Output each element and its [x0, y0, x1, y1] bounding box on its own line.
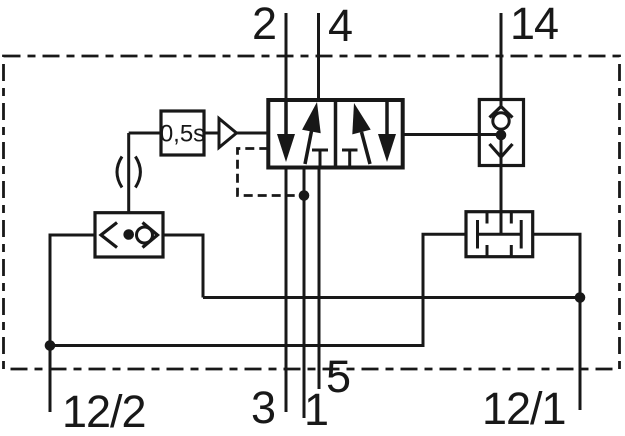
port-label-4: 4 — [328, 0, 352, 51]
enclosure-border — [2, 54, 621, 371]
line-cross-b — [50, 232, 466, 347]
shuttle-outline — [93, 211, 165, 259]
shuttle-junction-dot — [123, 229, 134, 240]
timer-outline — [159, 109, 206, 157]
valve-5-2-symbol — [266, 98, 405, 170]
timer-box: 0,5s — [159, 109, 206, 157]
junction-dot-pilot — [298, 190, 310, 201]
shuttle-right-seat — [141, 221, 160, 249]
air-gap-left-arc — [115, 155, 124, 189]
arrow-4-5-head — [378, 134, 396, 162]
port-label-5: 5 — [326, 351, 350, 402]
line-port-12-1 — [532, 232, 582, 410]
shuttle-valve-icon — [93, 211, 165, 259]
shuttle-ball — [135, 225, 154, 245]
air-gap-right-arc — [134, 155, 142, 189]
check-valve-stack-icon — [477, 97, 526, 168]
arrow-1-4-shaft — [303, 130, 314, 165]
coupling-icon — [464, 210, 535, 259]
arrow-1-2-shaft — [359, 131, 372, 165]
line-port-12-2 — [48, 233, 95, 412]
arrow-1-2-head — [352, 103, 371, 135]
arrow-2-3-head — [277, 134, 295, 162]
coupling-stubs — [485, 211, 513, 257]
junction-dot-12-2 — [44, 340, 56, 351]
timer-value: 0,5s — [160, 121, 205, 148]
blocked-port-left — [312, 148, 328, 168]
check-seat-up — [488, 104, 514, 119]
check-stack-outline — [477, 97, 526, 168]
amplifier-icon — [217, 115, 239, 151]
port-label-12-2: 12/2 — [62, 386, 146, 436]
blocked-port-right — [342, 148, 358, 168]
check-seat-down — [488, 142, 514, 160]
air-gap-sensor-icon — [115, 155, 142, 189]
arrow-1-4-head — [302, 102, 321, 134]
coupling-outline — [464, 210, 535, 259]
port-label-2: 2 — [252, 0, 276, 49]
line-shuttle-right — [163, 233, 205, 298]
connection-lines — [48, 13, 582, 418]
pilot-line-dashed — [236, 147, 304, 197]
port-label-12-1: 12/1 — [482, 383, 566, 434]
port-label-3: 3 — [251, 382, 275, 433]
port-label-1: 1 — [304, 384, 328, 435]
port-labels: 2 4 14 12/2 3 1 5 12/1 — [62, 0, 567, 436]
shuttle-left-seat — [98, 221, 118, 249]
check-junction-dot — [495, 129, 507, 141]
port-label-14: 14 — [510, 0, 558, 49]
junction-dot-12-1 — [574, 292, 586, 303]
check-ball — [491, 111, 511, 131]
